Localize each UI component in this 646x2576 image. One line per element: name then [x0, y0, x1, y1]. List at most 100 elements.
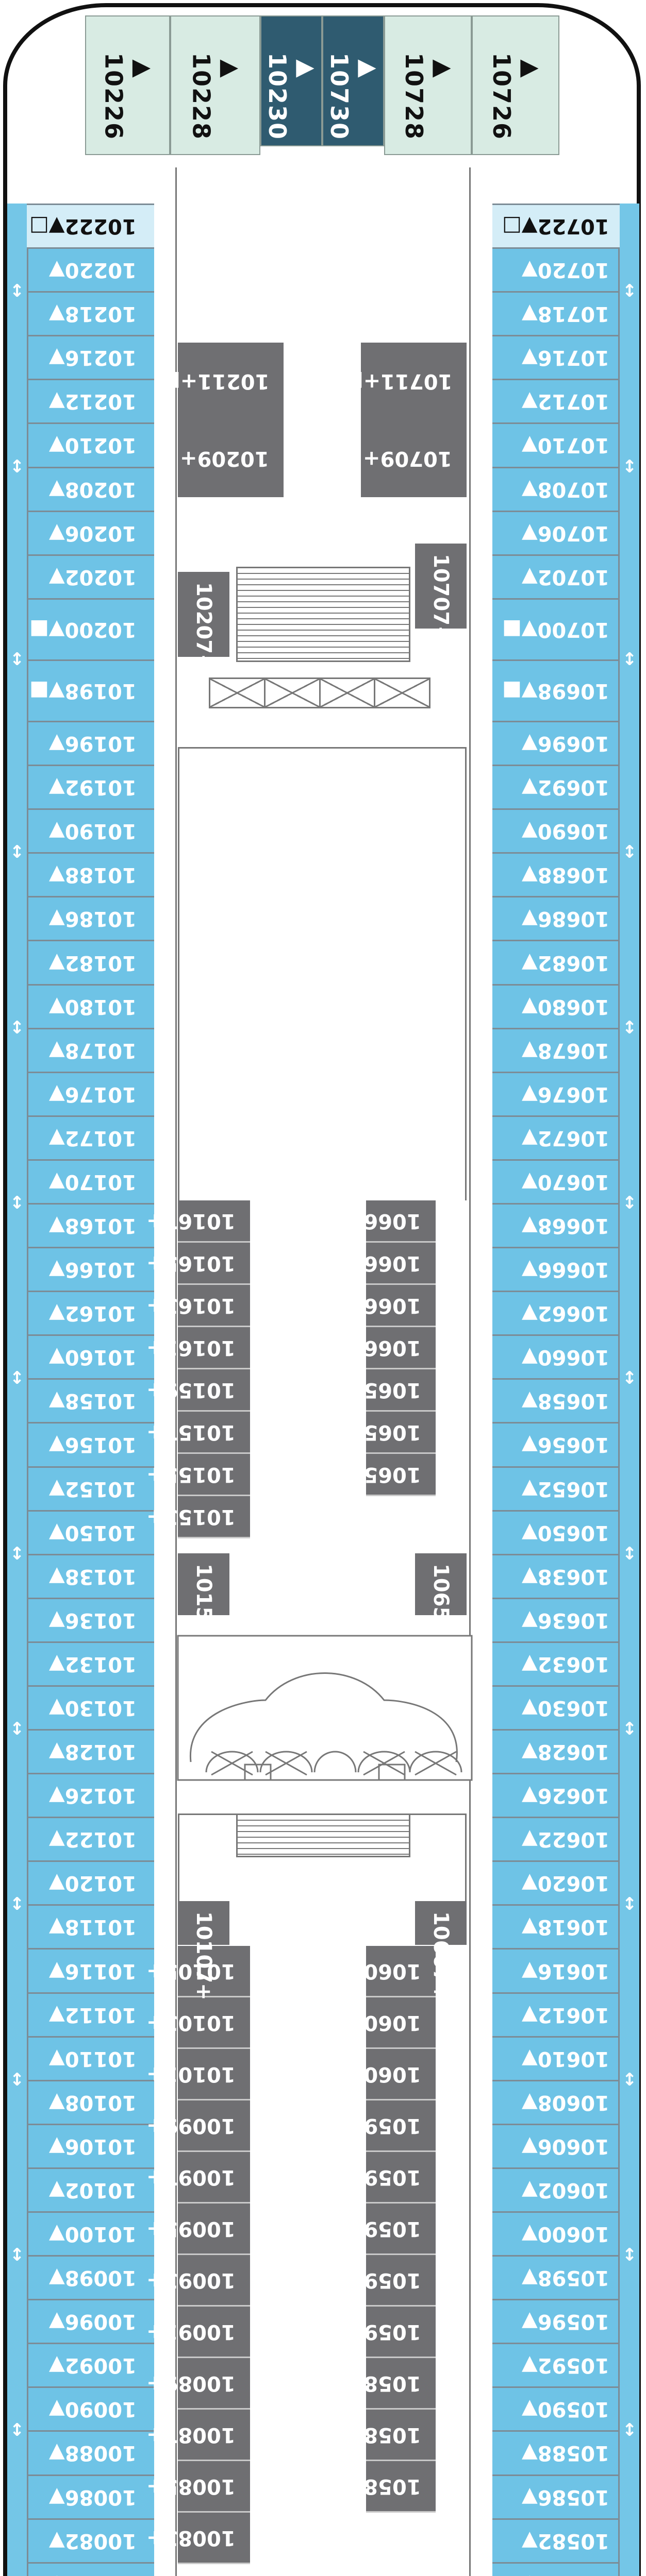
cabin-10103[interactable]: 10103+	[146, 1997, 250, 2049]
cabin-10088[interactable]: 10088▼	[27, 2430, 154, 2474]
cabin-10676[interactable]: 10676▼	[492, 1071, 620, 1115]
cabin-10716[interactable]: 10716▼	[492, 335, 620, 379]
cabin-10672[interactable]: 10672▼	[492, 1115, 620, 1159]
cabin-10711[interactable]: 10711+■	[344, 343, 467, 420]
cabin-10592[interactable]: 10592▼	[492, 2343, 620, 2386]
cabin-10665[interactable]: 10665+	[332, 1243, 436, 1285]
cabin-10159[interactable]: 10159+	[146, 1369, 250, 1412]
cabin-10720[interactable]: 10720▼	[492, 247, 620, 291]
cabin-10178[interactable]: 10178▼	[27, 1027, 154, 1072]
cabin-10728[interactable]: ▶ 10728	[384, 15, 472, 155]
cabin-10112[interactable]: 10112▼	[27, 1992, 154, 2036]
cabin-10632[interactable]: 10632▼	[492, 1641, 620, 1685]
cabin-10718[interactable]: 10718▼	[492, 291, 620, 335]
cabin-10165[interactable]: 10165+	[146, 1243, 250, 1285]
cabin-10700[interactable]: 10700▼■	[492, 598, 620, 659]
cabin-10110[interactable]: 10110▼	[27, 2036, 154, 2080]
cabin-10603[interactable]: 10603+	[332, 1997, 436, 2049]
cabin-10156[interactable]: 10156▼	[27, 1422, 154, 1466]
cabin-10658[interactable]: 10658▼	[492, 1378, 620, 1422]
cabin-10598[interactable]: 10598▼	[492, 2255, 620, 2299]
cabin-10630[interactable]: 10630▼	[492, 1685, 620, 1729]
cabin-10606[interactable]: 10606▼	[492, 2123, 620, 2167]
cabin-10158[interactable]: 10158▼	[27, 1378, 154, 1422]
cabin-10607[interactable]: 10607+	[415, 1901, 467, 2001]
cabin-10157[interactable]: 10157+	[146, 1412, 250, 1454]
cabin-10160[interactable]: 10160▼	[27, 1334, 154, 1378]
cabin-10132[interactable]: 10132▼	[27, 1641, 154, 1685]
cabin-10662[interactable]: 10662▼	[492, 1291, 620, 1334]
cabin-10216[interactable]: 10216▼	[27, 335, 154, 379]
cabin-10136[interactable]: 10136▼	[27, 1597, 154, 1641]
cabin-10222[interactable]: 10222▼□	[27, 204, 154, 248]
cabin-10152[interactable]: 10152▼	[27, 1466, 154, 1510]
cabin-10726[interactable]: ▶ 10726	[472, 15, 559, 155]
cabin-10585[interactable]: 10585+	[332, 2461, 436, 2513]
cabin-10166[interactable]: 10166▼	[27, 1247, 154, 1291]
cabin-10211[interactable]: 10211+■	[161, 343, 284, 420]
cabin-10667[interactable]: 10667+	[332, 1200, 436, 1243]
cabin-10106[interactable]: 10106▼	[27, 2123, 154, 2167]
cabin-10661[interactable]: 10661+	[332, 1327, 436, 1369]
cabin-10130[interactable]: 10130▼	[27, 1685, 154, 1729]
cabin-10098[interactable]: 10098▼	[27, 2255, 154, 2299]
cabin-10091[interactable]: 10091+	[146, 2307, 250, 2358]
cabin-10722[interactable]: 10722▼□	[492, 204, 620, 248]
cabin-10090[interactable]: 10090▼	[27, 2386, 154, 2430]
cabin-10708[interactable]: 10708▼	[492, 466, 620, 511]
cabin-10586[interactable]: 10586▼	[492, 2474, 620, 2518]
cabin-10095[interactable]: 10095+	[146, 2204, 250, 2255]
cabin-10226[interactable]: ▶ 10226	[85, 15, 170, 155]
cabin-10622[interactable]: 10622▼	[492, 1817, 620, 1860]
cabin-10709[interactable]: 10709+	[361, 420, 467, 497]
cabin-10186[interactable]: 10186▼	[27, 896, 154, 940]
cabin-10188[interactable]: 10188▼	[27, 852, 154, 896]
cabin-10192[interactable]: 10192▼	[27, 765, 154, 808]
cabin-10601[interactable]: 10601+	[332, 2049, 436, 2100]
cabin-10118[interactable]: 10118▼	[27, 1904, 154, 1948]
cabin-10206[interactable]: 10206▼	[27, 510, 154, 554]
cabin-10706[interactable]: 10706▼	[492, 510, 620, 554]
cabin-10599[interactable]: 10599+	[332, 2100, 436, 2152]
cabin-10167[interactable]: 10167+	[146, 1200, 250, 1243]
cabin-10707[interactable]: 10707+	[415, 544, 467, 643]
cabin-10668[interactable]: 10668▼	[492, 1203, 620, 1247]
cabin-10680[interactable]: 10680▼	[492, 984, 620, 1028]
cabin-10176[interactable]: 10176▼	[27, 1071, 154, 1115]
cabin-10590[interactable]: 10590▼	[492, 2386, 620, 2430]
cabin-10080[interactable]: 10080▼	[27, 2562, 154, 2576]
cabin-10087[interactable]: 10087+	[146, 2410, 250, 2461]
cabin-10108[interactable]: 10108▼	[27, 2079, 154, 2124]
cabin-10220[interactable]: 10220▼	[27, 247, 154, 291]
cabin-10210[interactable]: 10210▼	[27, 422, 154, 466]
cabin-10596[interactable]: 10596▼	[492, 2299, 620, 2343]
cabin-10161[interactable]: 10161+	[146, 1327, 250, 1369]
cabin-10588[interactable]: 10588▼	[492, 2430, 620, 2474]
cabin-10228[interactable]: ▶ 10228	[170, 15, 260, 155]
cabin-10686[interactable]: 10686▼	[492, 896, 620, 940]
cabin-10105[interactable]: 10105+	[146, 1946, 250, 1997]
cabin-10128[interactable]: 10128▼	[27, 1729, 154, 1773]
cabin-10638[interactable]: 10638▼	[492, 1553, 620, 1598]
cabin-10168[interactable]: 10168▼	[27, 1203, 154, 1247]
cabin-10655[interactable]: 10655+	[332, 1454, 436, 1496]
cabin-10597[interactable]: 10597+	[332, 2152, 436, 2204]
cabin-10089[interactable]: 10089+	[146, 2358, 250, 2410]
cabin-10085[interactable]: 10085+	[146, 2461, 250, 2513]
cabin-10663[interactable]: 10663+	[332, 1285, 436, 1327]
cabin-10620[interactable]: 10620▼	[492, 1860, 620, 1904]
cabin-10101[interactable]: 10101+	[146, 2049, 250, 2100]
cabin-10097[interactable]: 10097+	[146, 2152, 250, 2204]
cabin-10092[interactable]: 10092▼	[27, 2343, 154, 2386]
cabin-10162[interactable]: 10162▼	[27, 1291, 154, 1334]
cabin-10688[interactable]: 10688▼	[492, 852, 620, 896]
cabin-10595[interactable]: 10595+	[332, 2204, 436, 2255]
cabin-10209[interactable]: 10209+	[178, 420, 284, 497]
cabin-10182[interactable]: 10182▼	[27, 940, 154, 984]
cabin-10153[interactable]: 10153+	[146, 1496, 250, 1538]
cabin-10660[interactable]: 10660▼	[492, 1334, 620, 1378]
cabin-10082[interactable]: 10082▼	[27, 2518, 154, 2562]
cabin-10600[interactable]: 10600▼	[492, 2211, 620, 2255]
cabin-10656[interactable]: 10656▼	[492, 1422, 620, 1466]
cabin-10207[interactable]: 10207+	[178, 572, 229, 671]
